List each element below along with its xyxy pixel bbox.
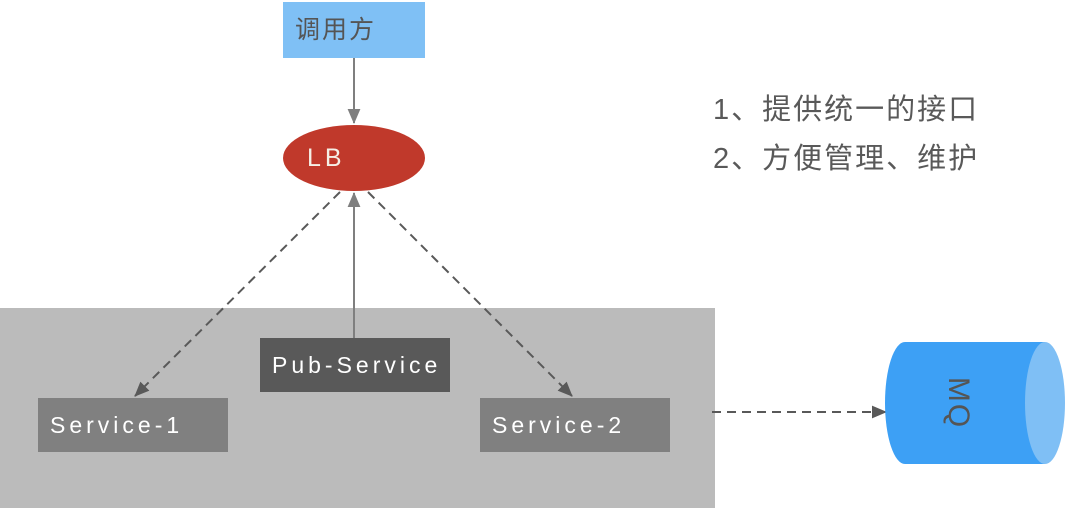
node-pub-service-label: Pub-Service: [272, 351, 442, 378]
node-service-1-label: Service-1: [50, 411, 184, 438]
mq-cylinder-body: [905, 342, 1045, 464]
node-service-2-label: Service-2: [492, 411, 626, 438]
node-service-2[interactable]: Service-2: [480, 398, 670, 452]
mq-cylinder-right-cap: [1025, 342, 1065, 464]
node-caller-label: 调用方: [295, 15, 377, 44]
node-load-balancer-label: LB: [307, 143, 346, 172]
node-service-1[interactable]: Service-1: [38, 398, 228, 452]
annotation-line-1: 1、提供统一的接口: [713, 94, 980, 126]
node-mq[interactable]: MQ: [885, 342, 1065, 464]
node-mq-label-wrap: MQ: [885, 342, 1065, 464]
node-pub-service[interactable]: Pub-Service: [260, 338, 450, 392]
node-mq-label: MQ: [941, 376, 975, 430]
annotation-line-2: 2、方便管理、维护: [713, 143, 980, 175]
annotation-list: 1、提供统一的接口 2、方便管理、维护: [713, 86, 1073, 184]
node-load-balancer[interactable]: LB: [283, 125, 425, 191]
node-caller[interactable]: 调用方: [283, 2, 425, 58]
